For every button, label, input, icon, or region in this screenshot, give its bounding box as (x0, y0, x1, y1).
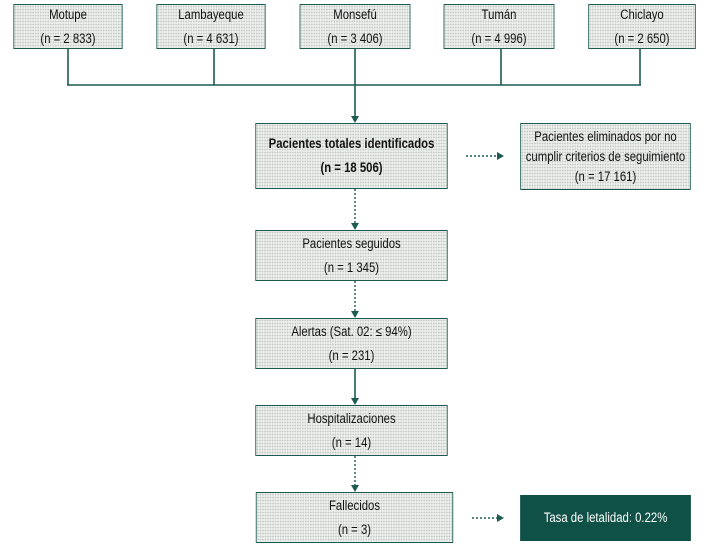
source-box-lambayeque: Lambayeque (n = 4 631) (156, 4, 266, 49)
total-label: Pacientes totales identificados (268, 136, 435, 151)
lethality-rate-box: Tasa de letalidad: 0.22% (520, 495, 691, 541)
excluded-line2: cumplir criterios de seguimiento (525, 148, 686, 164)
deaths-box: Fallecidos (n = 3) (255, 492, 454, 543)
alerts-label: Alertas (Sat. 02: ≤ 94%) (291, 323, 412, 339)
source-name: Motupe (49, 6, 87, 22)
total-identified-box: Pacientes totales identificados (n = 18 … (255, 123, 448, 189)
source-name: Lambayeque (178, 6, 244, 22)
arrowhead-hospital (351, 398, 359, 405)
followed-count: (n = 1 345) (323, 259, 380, 275)
source-name: Tumán (481, 6, 517, 22)
source-name: Monsefú (333, 6, 377, 22)
arrowhead-total (351, 116, 359, 123)
followed-box: Pacientes seguidos (n = 1 345) (255, 230, 448, 281)
followed-label: Pacientes seguidos (302, 235, 401, 251)
source-count: (n = 4 631) (183, 30, 239, 46)
excluded-line1: Pacientes eliminados por no (534, 128, 677, 144)
arrowhead-deaths (351, 485, 359, 492)
source-count: (n = 2 650) (614, 30, 670, 46)
lethality-label: Tasa de letalidad: 0.22% (543, 510, 668, 525)
source-count: (n = 4 996) (471, 30, 527, 46)
deaths-count: (n = 3) (337, 521, 372, 537)
arrowhead-excluded (497, 152, 504, 160)
hospitalizations-box: Hospitalizaciones (n = 14) (255, 405, 448, 456)
hospital-label: Hospitalizaciones (307, 410, 396, 426)
excluded-box: Pacientes eliminados por no cumplir crit… (520, 123, 691, 190)
deaths-label: Fallecidos (328, 497, 381, 513)
source-count: (n = 3 406) (327, 30, 383, 46)
alerts-box: Alertas (Sat. 02: ≤ 94%) (n = 231) (255, 318, 448, 369)
source-box-tuman: Tumán (n = 4 996) (443, 4, 555, 49)
arrowhead-alerts (351, 311, 359, 318)
arrowhead-lethality (497, 514, 504, 522)
total-count: (n = 18 506) (320, 160, 383, 175)
source-name: Chiclayo (620, 6, 664, 22)
arrowhead-followed (351, 223, 359, 230)
source-count: (n = 2 833) (40, 30, 96, 46)
excluded-count: (n = 17 161) (574, 168, 637, 184)
hospital-count: (n = 14) (331, 434, 372, 450)
source-box-monsefu: Monsefú (n = 3 406) (299, 4, 411, 49)
source-box-chiclayo: Chiclayo (n = 2 650) (588, 4, 696, 49)
source-box-motupe: Motupe (n = 2 833) (13, 4, 123, 49)
alerts-count: (n = 231) (328, 347, 375, 363)
